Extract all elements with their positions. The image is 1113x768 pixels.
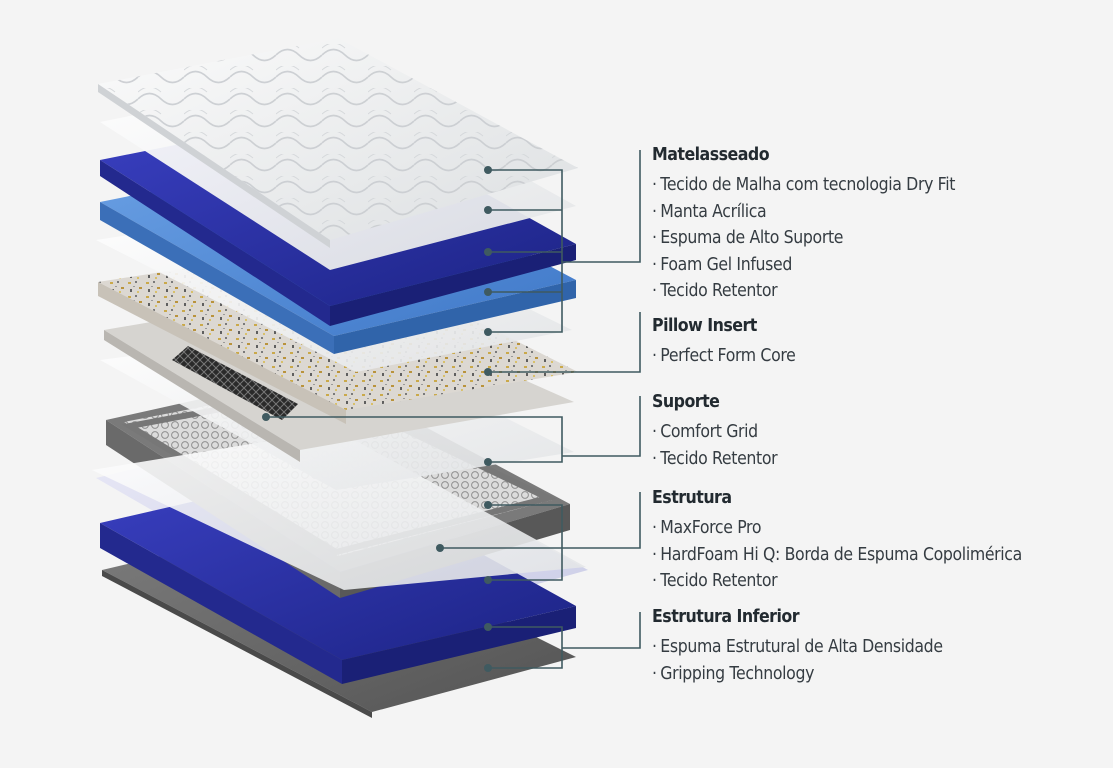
bullet: · — [652, 281, 657, 302]
leader-lines — [266, 150, 641, 669]
item-label: Gripping Technology — [660, 663, 815, 684]
item-label: Tecido Retentor — [660, 571, 778, 592]
group-pillow-insert: Pillow Insert ·Perfect Form Core — [652, 315, 811, 370]
item-label: HardFoam Hi Q: Borda de Espuma Copolimér… — [660, 544, 1022, 565]
list-item: ·Espuma Estrutural de Alta Densidade — [652, 634, 943, 661]
list-item: ·Tecido Retentor — [652, 446, 778, 473]
list-item: ·Gripping Technology — [652, 661, 943, 688]
bullet: · — [652, 228, 657, 249]
leader-dots — [262, 166, 492, 672]
group-title: Pillow Insert — [652, 315, 757, 336]
item-label: Tecido Retentor — [660, 448, 778, 469]
item-label: Perfect Form Core — [660, 346, 796, 366]
list-item: ·Espuma de Alto Suporte — [652, 225, 955, 252]
list-item: ·Manta Acrílica — [652, 199, 955, 226]
bullet: · — [652, 663, 657, 684]
item-label: Tecido de Malha com tecnologia Dry Fit — [660, 175, 956, 195]
list-item: ·MaxForce Pro — [652, 515, 1022, 542]
list-item: ·Foam Gel Infused — [652, 252, 955, 279]
group-title: Estrutura — [652, 487, 732, 508]
bullet: · — [652, 346, 657, 366]
group-suporte: Suporte ·Comfort Grid ·Tecido Retentor — [652, 391, 791, 472]
item-label: Espuma Estrutural de Alta Densidade — [660, 637, 943, 657]
bullet: · — [652, 448, 657, 469]
list-item: ·HardFoam Hi Q: Borda de Espuma Copolimé… — [652, 542, 1022, 569]
bullet: · — [652, 518, 657, 538]
group-title: Suporte — [652, 391, 720, 412]
item-label: Manta Acrílica — [660, 201, 767, 222]
group-title: Estrutura Inferior — [652, 606, 800, 627]
item-label: Tecido Retentor — [660, 281, 778, 302]
group-matelasseado: Matelasseado ·Tecido de Malha com tecnol… — [652, 144, 989, 305]
bullet: · — [652, 637, 657, 657]
bullet: · — [652, 175, 657, 195]
item-label: Comfort Grid — [660, 422, 758, 442]
list-item: ·Perfect Form Core — [652, 343, 796, 370]
group-estrutura: Estrutura ·MaxForce Pro ·HardFoam Hi Q: … — [652, 487, 1063, 595]
item-label: Foam Gel Infused — [660, 254, 792, 275]
group-estrutura-inferior: Estrutura Inferior ·Espuma Estrutural de… — [652, 606, 975, 687]
list-item: ·Tecido de Malha com tecnologia Dry Fit — [652, 172, 955, 199]
layer-retentor-mid — [92, 430, 586, 590]
bullet: · — [652, 571, 657, 592]
group-title: Matelasseado — [652, 144, 770, 165]
item-label: Espuma de Alto Suporte — [660, 228, 844, 249]
list-item: ·Comfort Grid — [652, 419, 777, 446]
layer-quilted-top — [98, 38, 578, 248]
bullet: · — [652, 422, 657, 442]
list-item: ·Tecido Retentor — [652, 278, 955, 305]
item-label: MaxForce Pro — [660, 518, 762, 538]
bullet: · — [652, 254, 657, 275]
list-item: ·Tecido Retentor — [652, 568, 1022, 595]
bullet: · — [652, 544, 657, 565]
bullet: · — [652, 201, 657, 222]
